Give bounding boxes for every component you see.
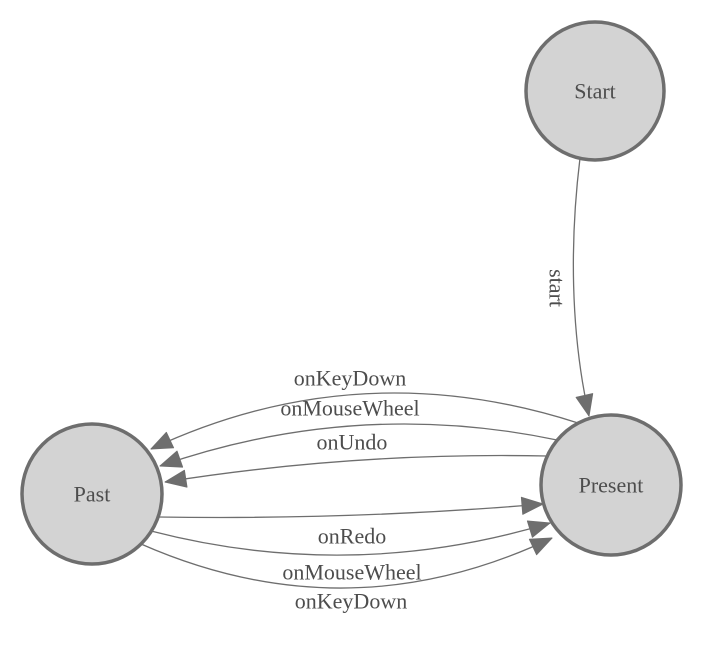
node-label-start: Start xyxy=(574,79,616,104)
edge-present-to-past-undo[interactable]: onUndo xyxy=(164,430,548,488)
arrowhead-icon xyxy=(164,469,188,488)
edge-label-onundo: onUndo xyxy=(317,430,388,455)
node-label-present: Present xyxy=(579,473,644,498)
state-node-present[interactable]: Present xyxy=(539,413,683,557)
node-circle-present[interactable] xyxy=(539,413,683,557)
edge-path-onredo[interactable] xyxy=(157,503,544,519)
edge-path-onkeydown-bottom[interactable] xyxy=(140,537,553,589)
edge-past-to-present-redo[interactable]: onRedo xyxy=(157,496,544,549)
edge-present-to-past-mousewheel[interactable]: onMouseWheel xyxy=(159,396,558,468)
arrowhead-icon xyxy=(575,393,594,417)
edge-path-onmousewheel-bottom[interactable] xyxy=(150,522,551,556)
edge-past-to-present-keydown[interactable]: onKeyDown xyxy=(140,537,553,614)
state-node-start[interactable]: Start xyxy=(524,20,666,162)
edge-label-onmousewheel-top: onMouseWheel xyxy=(280,396,419,421)
arrowhead-icon xyxy=(528,537,553,556)
edge-label-onmousewheel-bottom: onMouseWheel xyxy=(282,560,421,585)
arrowhead-icon xyxy=(520,496,544,515)
node-circle-past[interactable] xyxy=(20,422,164,566)
arrowhead-icon xyxy=(526,520,551,538)
arrowhead-icon xyxy=(150,431,175,450)
edge-path-onkeydown-top[interactable] xyxy=(150,392,579,450)
edge-path-start[interactable] xyxy=(572,157,590,417)
edge-label-onkeydown-top: onKeyDown xyxy=(294,366,406,391)
arrowhead-icon xyxy=(159,450,184,468)
edge-start-to-present[interactable]: start xyxy=(545,157,594,417)
edge-label-onredo: onRedo xyxy=(318,524,386,549)
edge-path-onundo[interactable] xyxy=(164,454,548,483)
edge-present-to-past-keydown[interactable]: onKeyDown xyxy=(150,366,579,450)
edge-label-onkeydown-bottom: onKeyDown xyxy=(295,589,407,614)
edge-label-start: start xyxy=(545,269,570,307)
node-circle-start[interactable] xyxy=(524,20,666,162)
state-node-past[interactable]: Past xyxy=(20,422,164,566)
edge-past-to-present-mousewheel[interactable]: onMouseWheel xyxy=(150,520,551,585)
node-label-past: Past xyxy=(74,482,111,507)
edge-path-onmousewheel-top[interactable] xyxy=(159,423,558,467)
